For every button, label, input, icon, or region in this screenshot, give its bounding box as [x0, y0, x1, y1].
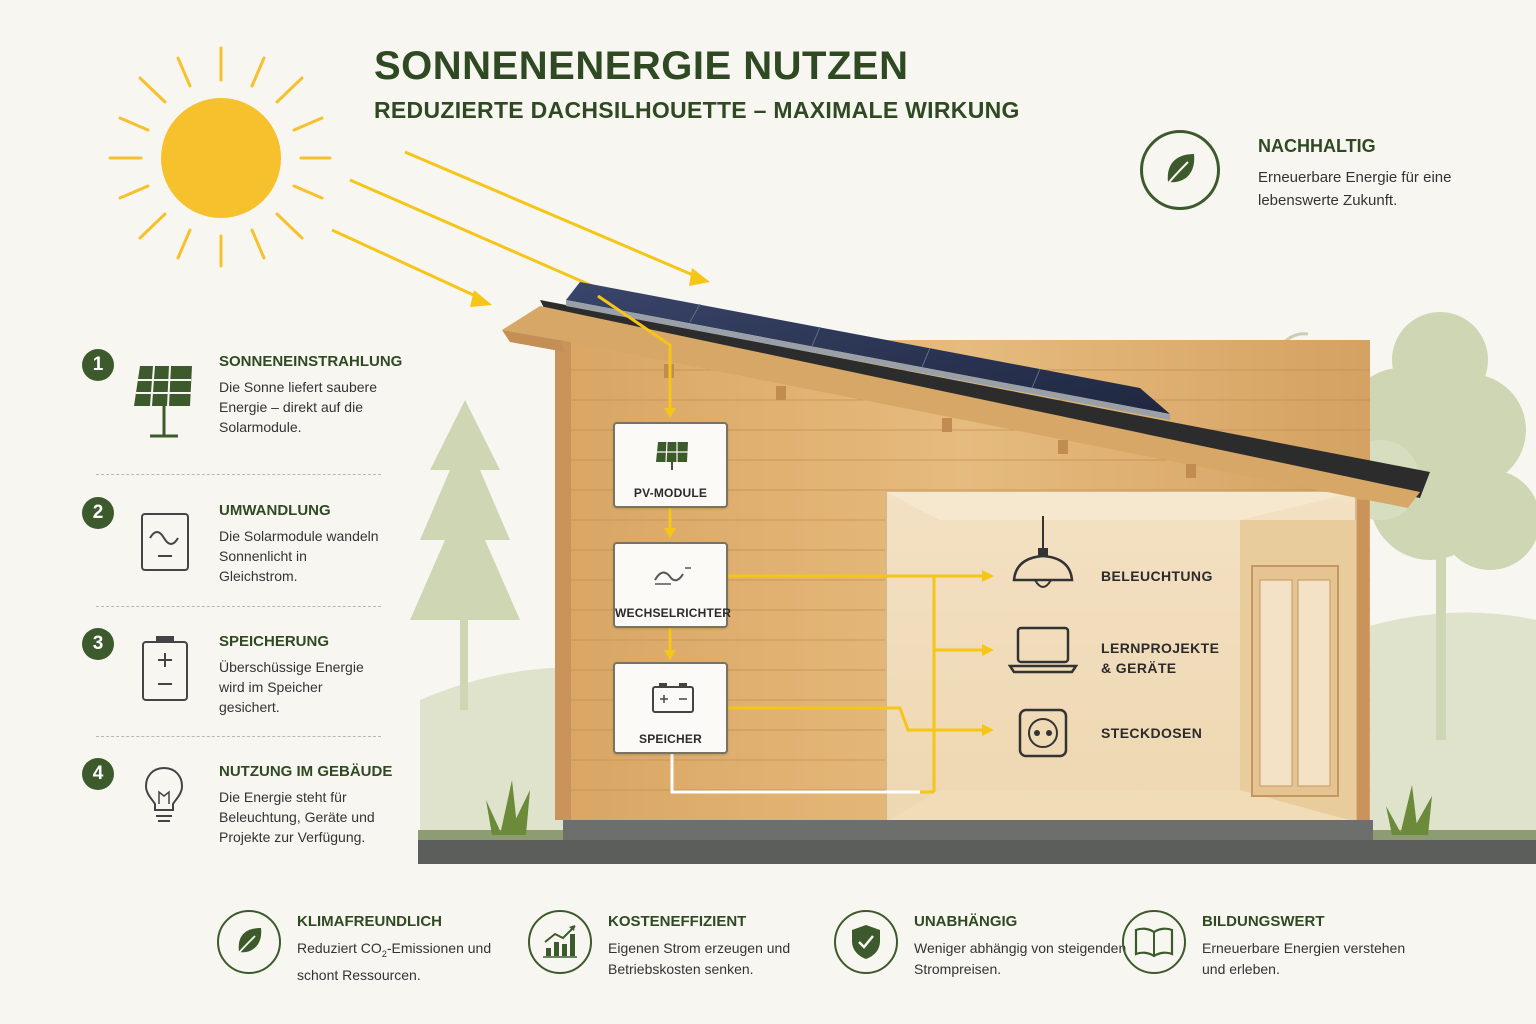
leaf-icon [235, 928, 262, 957]
step-title: SPEICHERUNG [219, 633, 330, 650]
benefit-text: Weniger abhängig von steigenden Strompre… [914, 940, 1127, 977]
step-divider [96, 474, 381, 475]
page-subtitle: REDUZIERTE DACHSILHOUETTE – MAXIMALE WIR… [374, 97, 1020, 123]
book-icon [1134, 927, 1174, 958]
step-number: 2 [82, 497, 114, 529]
step-divider [96, 606, 381, 607]
step-divider [96, 736, 381, 737]
door [1251, 565, 1339, 797]
lightbulb-icon [144, 766, 184, 822]
badge-text: Erneuerbare Energie für eine lebenswerte… [1258, 169, 1452, 209]
benefit-title: KLIMAFREUNDLICH [297, 913, 442, 930]
step-text: Die Energie steht für Beleuchtung, Gerät… [219, 789, 375, 845]
benefit-text: Erneuerbare Energien verstehen und erleb… [1202, 940, 1406, 977]
benefit-climate [217, 910, 281, 974]
battery-icon [652, 683, 694, 713]
battery-icon [142, 636, 188, 701]
sustainability-badge [1140, 130, 1220, 210]
step-title: SONNENEINSTRAHLUNG [219, 353, 403, 370]
step-number: 4 [82, 758, 114, 790]
roof-solar-panels [566, 282, 1170, 420]
pv-module-box: PV-MODULE [613, 422, 728, 508]
step-title: UMWANDLUNG [219, 502, 331, 519]
leaf-icon [1165, 154, 1195, 187]
devices-label-line2: & GERÄTE [1101, 660, 1177, 676]
benefit-title: BILDUNGSWERT [1202, 913, 1325, 930]
shrubs [486, 780, 1432, 835]
laptop-icon [1008, 626, 1078, 674]
benefit-text: Reduziert CO2-Emissionen und schont Ress… [297, 940, 492, 983]
sockets-label: STECKDOSEN [1101, 725, 1203, 741]
page-title: SONNENENERGIE NUTZEN [374, 44, 909, 88]
step-text: Die Solarmodule wandeln Sonnenlicht in G… [219, 528, 379, 584]
inverter-icon [141, 513, 189, 571]
storage-box: SPEICHER [613, 662, 728, 754]
ground-cable [670, 754, 920, 794]
inverter-label: WECHSELRICHTER [615, 606, 732, 620]
pv-module-label: PV-MODULE [633, 486, 708, 500]
shield-check-icon [852, 925, 880, 959]
benefit-cost [528, 910, 592, 974]
step-title: NUTZUNG IM GEBÄUDE [219, 763, 393, 780]
benefit-title: KOSTENEFFIZIENT [608, 913, 747, 930]
step-text: Überschüssige Energie wird im Speicher g… [219, 659, 364, 715]
benefit-education [1122, 910, 1186, 974]
storage-label: SPEICHER [639, 732, 702, 746]
step-text: Die Sonne liefert saubere Energie – dire… [219, 379, 377, 435]
benefit-title: UNABHÄNGIG [914, 913, 1018, 930]
solar-panel-icon [656, 441, 688, 470]
devices-label-line1: LERNPROJEKTE [1101, 640, 1220, 656]
lighting-label: BELEUCHTUNG [1101, 568, 1213, 584]
ceiling-lamp-icon [1012, 516, 1074, 588]
inverter-wave-icon [654, 567, 691, 585]
inverter-box: WECHSELRICHTER [613, 542, 732, 628]
growth-chart-icon [543, 925, 577, 958]
sun [108, 46, 332, 268]
power-socket-icon [1018, 708, 1068, 758]
benefit-text: Eigenen Strom erzeugen und Betriebskoste… [608, 940, 791, 977]
step-number: 1 [82, 349, 114, 381]
solar-panel-icon [134, 365, 192, 438]
step-number: 3 [82, 628, 114, 660]
benefit-independence [834, 910, 898, 974]
badge-title: NACHHALTIG [1258, 136, 1376, 156]
